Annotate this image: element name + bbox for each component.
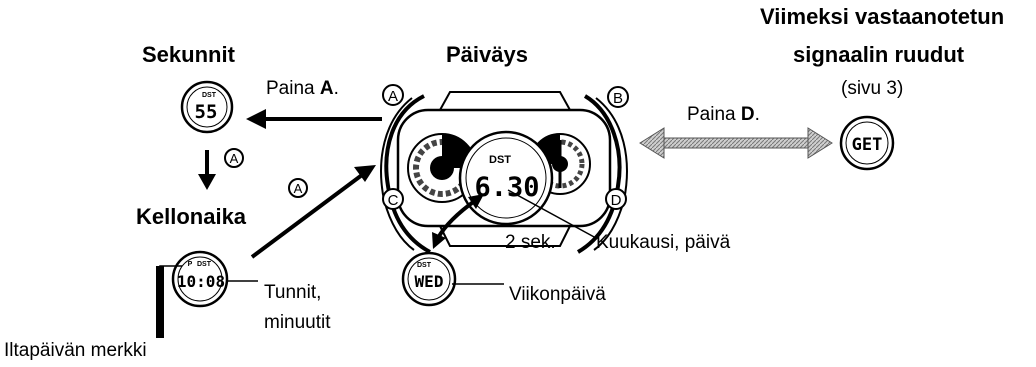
weekday-value: WED <box>415 272 444 291</box>
seconds-dst-label: DST <box>202 92 217 99</box>
date-display: DST 6.30 <box>458 130 554 226</box>
time-display: P DST 10:08 <box>171 250 229 308</box>
pm-indicator-label: Iltapäivän merkki <box>4 340 147 361</box>
button-b[interactable]: B <box>607 86 629 108</box>
seconds-heading: Sekunnit <box>142 42 235 67</box>
watch-body <box>380 91 628 254</box>
time-value: 10:08 <box>177 272 225 291</box>
button-b-label: B <box>613 90 623 107</box>
arrow-time-to-watch <box>250 165 376 259</box>
arrow-to-get <box>639 127 833 159</box>
date-dst-label: DST <box>489 154 511 166</box>
date-value: 6.30 <box>474 172 539 203</box>
pm-label: P <box>188 261 193 268</box>
press-d-period: . <box>754 104 760 125</box>
get-value: GET <box>852 135 883 155</box>
button-d-label: D <box>611 192 622 209</box>
circled-a-time-label: A <box>294 181 303 196</box>
weekday-dst-label: DST <box>417 262 432 269</box>
weekday-label: Viikonpäivä <box>509 284 606 305</box>
button-a-label: A <box>388 88 398 105</box>
press-a-key: A <box>319 78 334 99</box>
press-d-label: Paina D. <box>687 104 760 126</box>
press-d-verb: Paina <box>687 104 736 125</box>
time-heading: Kellonaika <box>136 204 247 229</box>
button-d[interactable]: D <box>605 188 627 210</box>
get-display: GET <box>839 115 895 171</box>
arrow-seconds-to-time <box>198 150 216 190</box>
two-sec-label: 2 sek. <box>505 232 556 253</box>
button-c[interactable]: C <box>382 188 404 210</box>
hours-minutes-line1: Tunnit, <box>264 282 322 303</box>
circled-a-seconds: A <box>224 148 244 168</box>
press-a-label: Paina A. <box>266 78 339 100</box>
button-a[interactable]: A <box>382 84 404 106</box>
circled-a-seconds-label: A <box>230 151 239 166</box>
press-a-verb: Paina <box>266 78 315 99</box>
button-c-label: C <box>388 192 399 209</box>
date-heading: Päiväys <box>446 42 528 67</box>
time-dst-label: DST <box>197 261 212 268</box>
weekday-display: DST WED <box>401 251 457 307</box>
circled-a-time: A <box>288 178 308 198</box>
month-day-label: Kuukausi, päivä <box>596 232 731 253</box>
arrow-date-weekday <box>432 194 484 249</box>
last-signal-heading-line1: Viimeksi vastaanotetun <box>760 4 1005 29</box>
hours-minutes-line2: minuutit <box>264 312 331 333</box>
seconds-display: DST 55 <box>180 80 234 134</box>
arrow-to-seconds <box>246 109 382 129</box>
page-reference: (sivu 3) <box>841 78 904 99</box>
press-a-period: . <box>333 78 339 99</box>
press-d-key: D <box>740 104 755 125</box>
pm-marker-bar <box>156 266 164 338</box>
seconds-value: 55 <box>195 101 218 123</box>
last-signal-heading-line2: signaalin ruudut <box>793 42 965 67</box>
